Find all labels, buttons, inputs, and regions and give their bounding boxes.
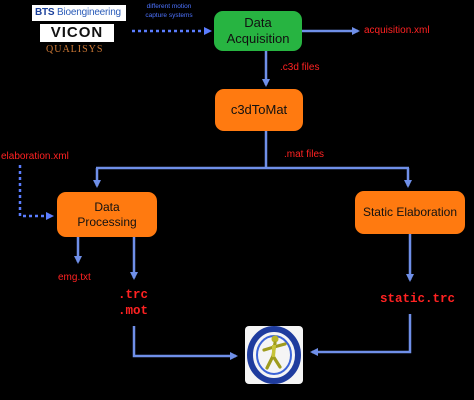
c3dtomat-node: c3dToMat (215, 89, 303, 131)
note-line-2: capture systems (145, 12, 193, 19)
data-acquisition-line-2: Acquisition (226, 31, 290, 46)
c3d-files-label: .c3d files (280, 62, 320, 73)
mot-to-opensim-arrow (132, 326, 238, 360)
static-elaboration-label: Static Elaboration (362, 205, 458, 220)
bts-logo: BTS Bioengineering (32, 5, 126, 21)
trc-label: .trc (118, 288, 149, 302)
opensim-logo-icon (245, 326, 303, 384)
elaboration-xml-label: elaboration.xml (1, 151, 69, 162)
data-acquisition-node: Data Acquisition (214, 11, 302, 51)
elaboration-to-processing-arrow (18, 165, 54, 220)
vicon-logo: VICON (40, 24, 114, 42)
static-elaboration-node: Static Elaboration (355, 191, 465, 234)
data-acquisition-line-1: Data (244, 15, 272, 31)
data-processing-line-2: Processing (77, 214, 137, 229)
mot-label: .mot (118, 304, 149, 318)
bts-logo-regular-text: Bioengineering (57, 7, 121, 18)
data-processing-line-1: Data (94, 200, 120, 215)
mat-files-label: .mat files (284, 149, 325, 160)
capture-systems-note: different motion capture systems (132, 2, 206, 20)
c3dtomat-label: c3dToMat (230, 102, 288, 118)
bts-logo-bold-text: BTS (35, 7, 55, 18)
qualisys-logo: QUALISYS (46, 44, 104, 55)
acquisition-xml-label: acquisition.xml (364, 25, 430, 36)
emg-txt-label: emg.txt (58, 272, 91, 283)
opensim-logo-graphic (247, 326, 301, 384)
static-trc-to-opensim-arrow (310, 314, 412, 356)
note-line-1: different motion (146, 3, 192, 10)
static-trc-label: static.trc (380, 292, 456, 306)
data-processing-node: Data Processing (57, 192, 157, 237)
